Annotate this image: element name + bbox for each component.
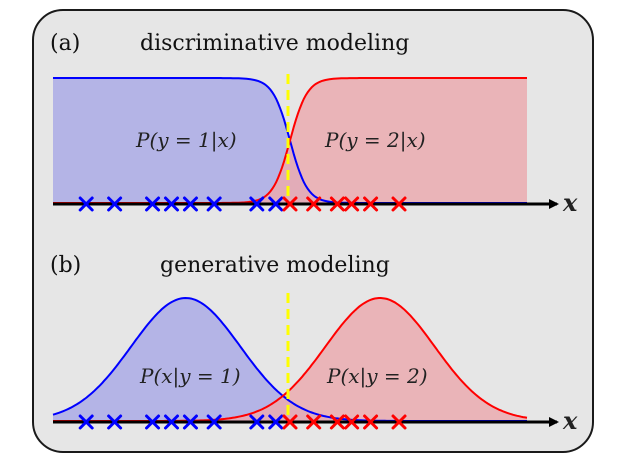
class2-sample-marker — [306, 196, 322, 212]
class1-sample-marker — [206, 414, 222, 430]
panel-discriminative: (a) discriminative modeling P(y = 1|x) P… — [50, 31, 578, 217]
class2-sample-marker — [363, 414, 379, 430]
panel-b-letter: (b) — [50, 253, 81, 278]
class1-sample-marker — [145, 414, 161, 430]
panel-a-title: discriminative modeling — [140, 31, 409, 56]
class1-sample-marker — [164, 196, 179, 212]
x-axis-label: x — [562, 406, 578, 435]
sample-markers — [78, 414, 407, 430]
class2-sample-marker — [344, 414, 360, 430]
class2-sample-marker — [282, 196, 298, 212]
class1-sample-marker — [249, 196, 265, 212]
panel-a-letter: (a) — [50, 31, 80, 56]
class2-sample-marker — [391, 196, 407, 212]
class1-sample-marker — [107, 196, 123, 212]
posterior-class1-label: P(y = 1|x) — [135, 128, 237, 153]
panel-generative: (b) generative modeling P(x|y = 1) P(x|y… — [50, 253, 578, 435]
class1-sample-marker — [182, 196, 198, 212]
class2-sample-marker — [329, 196, 345, 212]
posterior-class2-label: P(y = 2|x) — [324, 128, 426, 153]
class2-sample-marker — [306, 414, 322, 430]
class1-sample-marker — [164, 414, 179, 430]
class1-sample-marker — [268, 414, 284, 430]
likelihood-class2-label: P(x|y = 2) — [326, 364, 428, 389]
panel-b-title: generative modeling — [160, 253, 390, 278]
class1-sample-marker — [182, 414, 198, 430]
class2-sample-marker — [391, 414, 407, 430]
class1-sample-marker — [107, 414, 123, 430]
class1-sample-marker — [78, 414, 94, 430]
class1-sample-marker — [206, 196, 222, 212]
class2-sample-marker — [329, 414, 345, 430]
class1-sample-marker — [145, 196, 161, 212]
class2-sample-marker — [282, 414, 298, 430]
sample-markers — [78, 196, 407, 212]
likelihood-class2-fill — [53, 298, 527, 421]
class2-sample-marker — [363, 196, 379, 212]
class1-sample-marker — [268, 196, 284, 212]
x-axis-label: x — [562, 188, 578, 217]
class1-sample-marker — [249, 414, 265, 430]
likelihood-class1-label: P(x|y = 1) — [139, 364, 241, 389]
class1-sample-marker — [78, 196, 94, 212]
class2-sample-marker — [344, 196, 360, 212]
likelihood-class1-fill — [53, 298, 527, 421]
